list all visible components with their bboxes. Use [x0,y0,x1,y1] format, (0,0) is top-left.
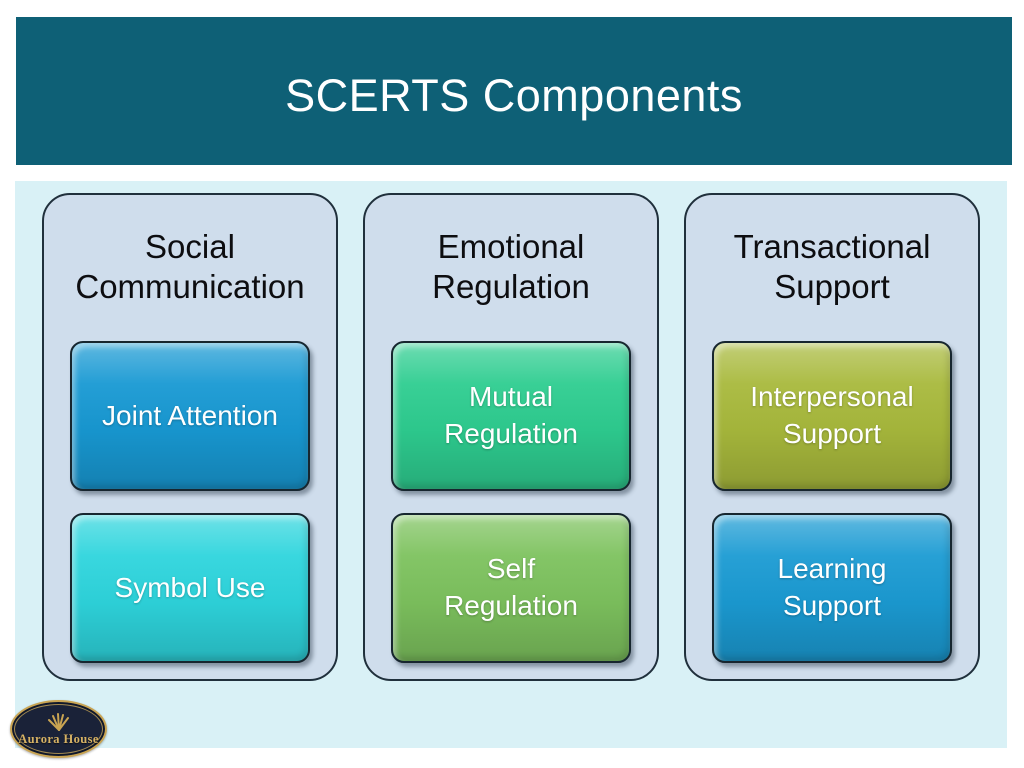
box-label: Joint Attention [102,399,278,431]
box-label: Interpersonal Support [750,381,914,449]
column-title: Social Communication [75,227,305,305]
column-title: Transactional Support [733,227,931,305]
component-columns: Social Communication Joint Attention Sym… [42,193,980,681]
logo-text: Aurora House [18,732,99,746]
fan-icon [47,713,69,731]
box-self-regulation: Self Regulation [391,513,631,663]
box-label: Self Regulation [444,553,578,621]
column-title: Emotional Regulation [432,227,590,305]
box-symbol-use: Symbol Use [70,513,310,663]
column-transactional-support: Transactional Support Interpersonal Supp… [684,193,980,681]
slide-title-bar: SCERTS Components [16,17,1012,165]
box-interpersonal-support: Interpersonal Support [712,341,952,491]
column-social-communication: Social Communication Joint Attention Sym… [42,193,338,681]
box-mutual-regulation: Mutual Regulation [391,341,631,491]
slide-title: SCERTS Components [285,70,743,121]
box-label: Learning Support [777,553,887,621]
aurora-house-logo: Aurora House [10,700,107,758]
box-joint-attention: Joint Attention [70,341,310,491]
box-learning-support: Learning Support [712,513,952,663]
content-area: Social Communication Joint Attention Sym… [15,181,1007,748]
box-label: Mutual Regulation [444,381,578,449]
column-emotional-regulation: Emotional Regulation Mutual Regulation S… [363,193,659,681]
box-label: Symbol Use [114,571,266,603]
